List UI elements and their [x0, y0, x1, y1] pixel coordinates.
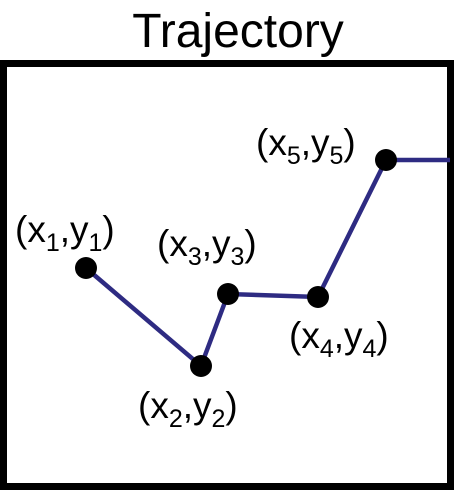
trajectory-point-1 — [75, 257, 97, 279]
point-label-2: (x2,y2) — [138, 385, 238, 433]
trajectory-point-5 — [375, 149, 397, 171]
trajectory-path — [84, 157, 450, 370]
diagram-title: Trajectory — [132, 5, 344, 58]
point-label-3: (x3,y3) — [157, 223, 257, 271]
point-label-1: (x1,y1) — [15, 209, 115, 257]
trajectory-point-2 — [190, 355, 212, 377]
point-label-5: (x5,y5) — [256, 122, 356, 170]
plot-frame — [0, 60, 454, 490]
trajectory-point-3 — [217, 283, 239, 305]
point-label-4: (x4,y4) — [289, 315, 389, 363]
trajectory-point-4 — [307, 286, 329, 308]
